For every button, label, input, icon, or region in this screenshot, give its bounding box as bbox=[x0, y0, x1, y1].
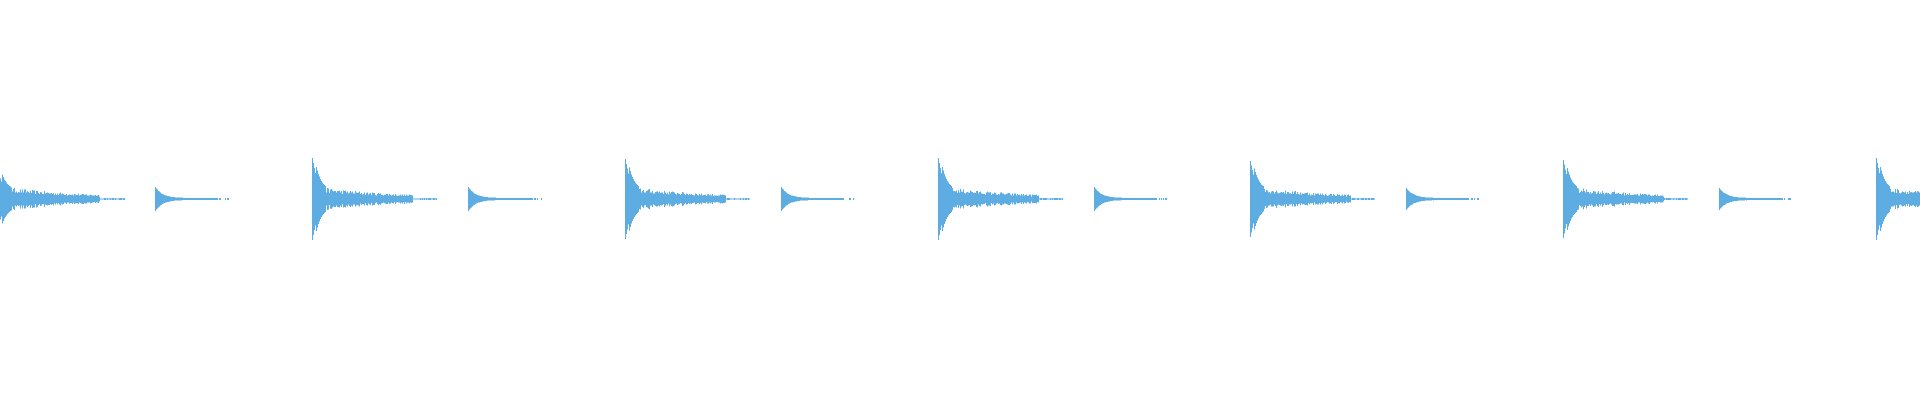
waveform-hit-weak bbox=[1406, 188, 1479, 210]
waveform-hit-strong bbox=[1563, 160, 1688, 238]
waveform-hit-strong bbox=[0, 174, 125, 224]
waveform-hit-weak bbox=[468, 187, 542, 211]
waveform-hit-strong bbox=[312, 158, 437, 240]
waveform-hit-weak bbox=[1094, 187, 1167, 211]
waveform-hit-weak bbox=[155, 187, 229, 211]
waveform-hit-strong bbox=[625, 159, 750, 239]
waveform-hit-weak bbox=[781, 187, 854, 211]
waveform-hit-strong bbox=[1250, 161, 1375, 237]
waveform-hit-strong bbox=[938, 158, 1063, 240]
waveform-hit-weak bbox=[1719, 188, 1791, 210]
waveform-hit-strong bbox=[1876, 158, 1920, 240]
